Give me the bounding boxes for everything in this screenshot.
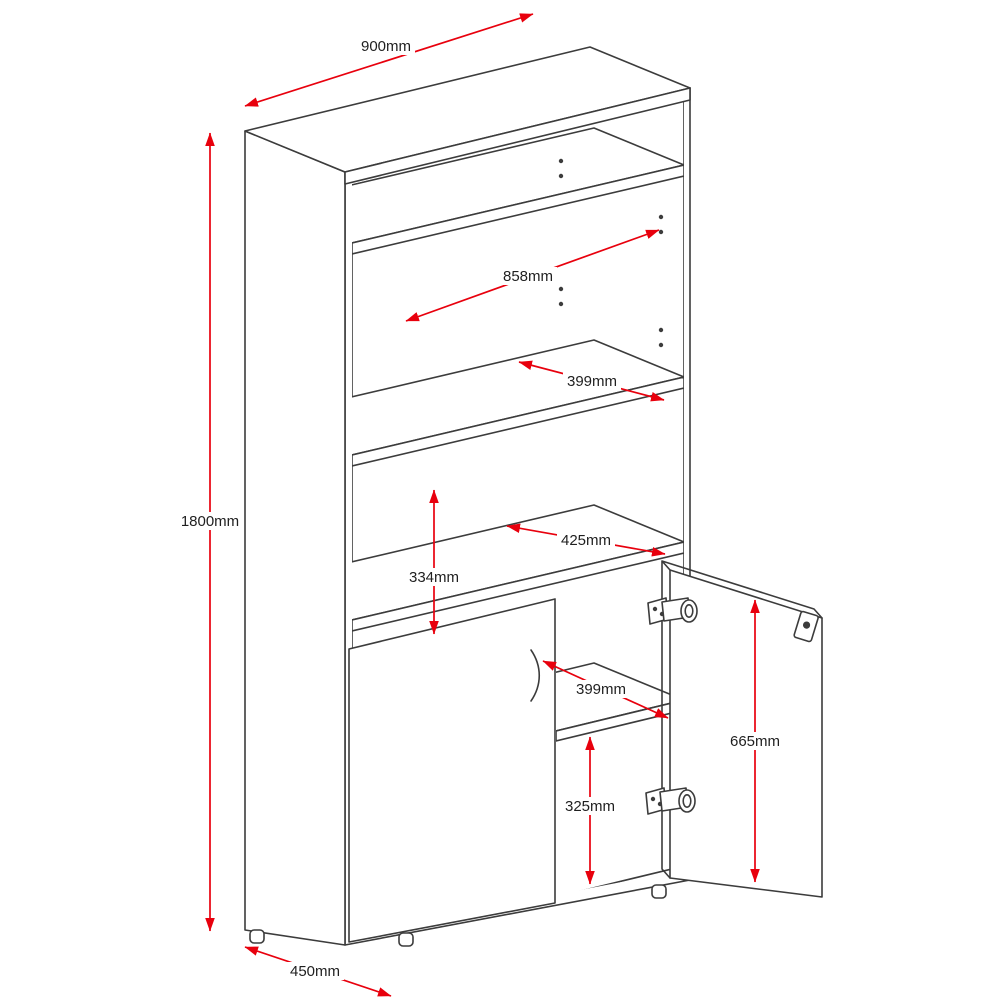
dim-label-top-width: 900mm	[361, 38, 411, 55]
dimension-annotations: 900mm 1800mm 450mm 858mm 399mm 425mm	[177, 13, 784, 997]
dim-label-overall-height: 1800mm	[181, 513, 239, 530]
dim-label-section-height-lower: 325mm	[565, 798, 615, 815]
dim-door-height: 665mm	[726, 599, 784, 883]
left-side-panel	[244, 130, 346, 946]
dim-internal-width: 858mm	[405, 229, 660, 322]
dim-overall-height: 1800mm	[177, 132, 243, 932]
dim-label-shelf-width-lower: 399mm	[576, 681, 626, 698]
dim-label-door-height: 665mm	[730, 733, 780, 750]
hinge-top	[647, 597, 698, 625]
dim-label-shelf-depth-middle: 425mm	[561, 532, 611, 549]
cabinet-body	[244, 46, 823, 947]
door-handle-icon	[530, 649, 541, 702]
foot-right	[651, 884, 667, 899]
shelf-pin-holes	[558, 158, 664, 348]
foot-left	[249, 929, 265, 944]
dim-section-height-upper: 334mm	[405, 489, 463, 635]
closed-door	[348, 598, 556, 943]
dim-label-internal-width: 858mm	[503, 268, 553, 285]
door-lock-icon	[793, 610, 819, 643]
hinge-bottom	[645, 787, 696, 815]
dim-label-depth: 450mm	[290, 963, 340, 980]
dim-depth: 450mm	[244, 946, 392, 997]
dim-top-width: 900mm	[244, 13, 534, 107]
foot-front	[398, 932, 414, 947]
dim-shelf-width-lower: 399mm	[542, 660, 669, 719]
dim-shelf-depth-upper: 399mm	[518, 360, 665, 402]
dim-section-height-lower: 325mm	[561, 736, 619, 885]
dim-shelf-depth-middle: 425mm	[506, 523, 666, 557]
top-front-edge	[344, 87, 691, 185]
dim-label-section-height-upper: 334mm	[409, 569, 459, 586]
open-door	[645, 560, 823, 898]
dim-label-shelf-depth-upper: 399mm	[567, 373, 617, 390]
